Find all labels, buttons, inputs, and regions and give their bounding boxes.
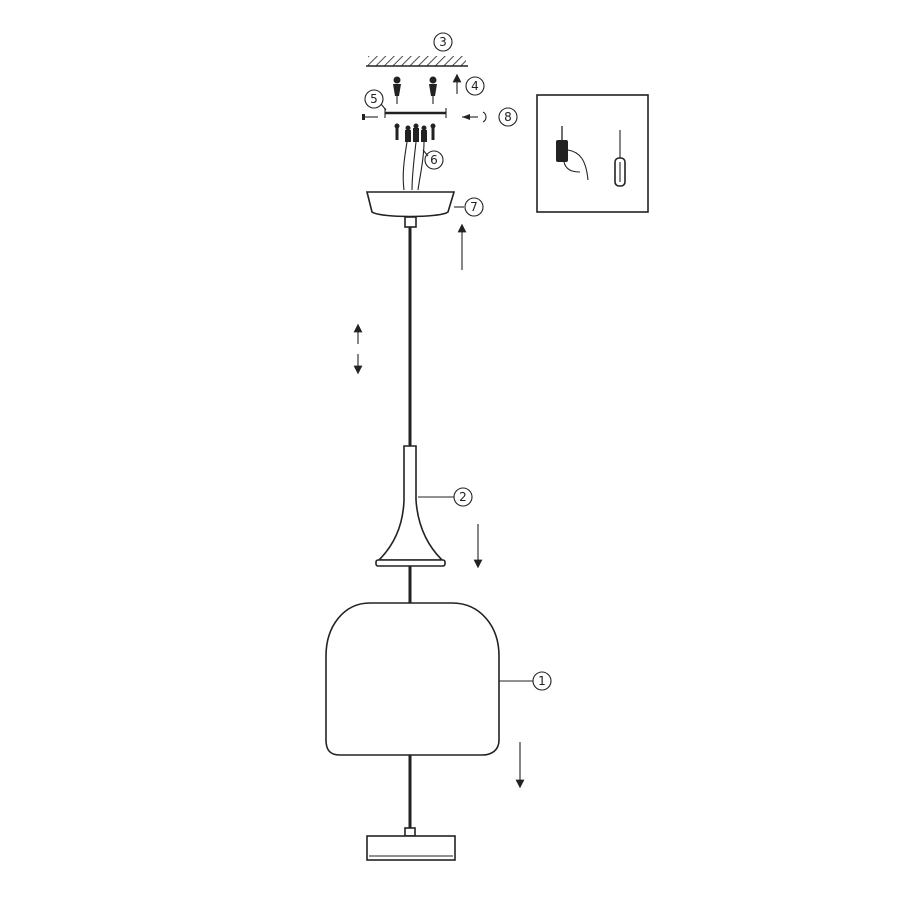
svg-text:4: 4 [471,79,479,93]
svg-text:2: 2 [459,490,467,504]
svg-text:8: 8 [504,110,512,124]
terminal-connector [394,123,436,191]
svg-text:1: 1 [538,674,546,688]
callout-2: 2 [418,487,473,507]
drill-icon [556,126,589,181]
callout-7: 7 [454,197,484,217]
callout-1: 1 [499,671,552,691]
screwdriver-icon [614,130,626,187]
ceiling [366,56,468,67]
wall-anchor-right [429,76,437,104]
rotate-icon [482,111,487,123]
callout-6: 6 [422,149,444,170]
svg-text:6: 6 [430,153,438,167]
cone-holder [375,445,446,567]
svg-text:3: 3 [439,35,447,49]
tools-panel [536,94,649,213]
glass-shade [325,602,500,756]
callout-8: 8 [498,107,518,127]
bracket-screw-right [462,111,487,123]
mounting-bracket [384,108,447,118]
callout-5: 5 [364,89,387,111]
canopy [365,191,456,228]
wall-anchor-left [393,76,401,104]
callout-4: 4 [465,76,485,96]
svg-text:5: 5 [370,92,378,106]
bottom-cap [366,827,456,861]
callout-3: 3 [433,32,453,52]
svg-text:7: 7 [470,200,478,214]
bracket-screw-left [362,114,378,120]
